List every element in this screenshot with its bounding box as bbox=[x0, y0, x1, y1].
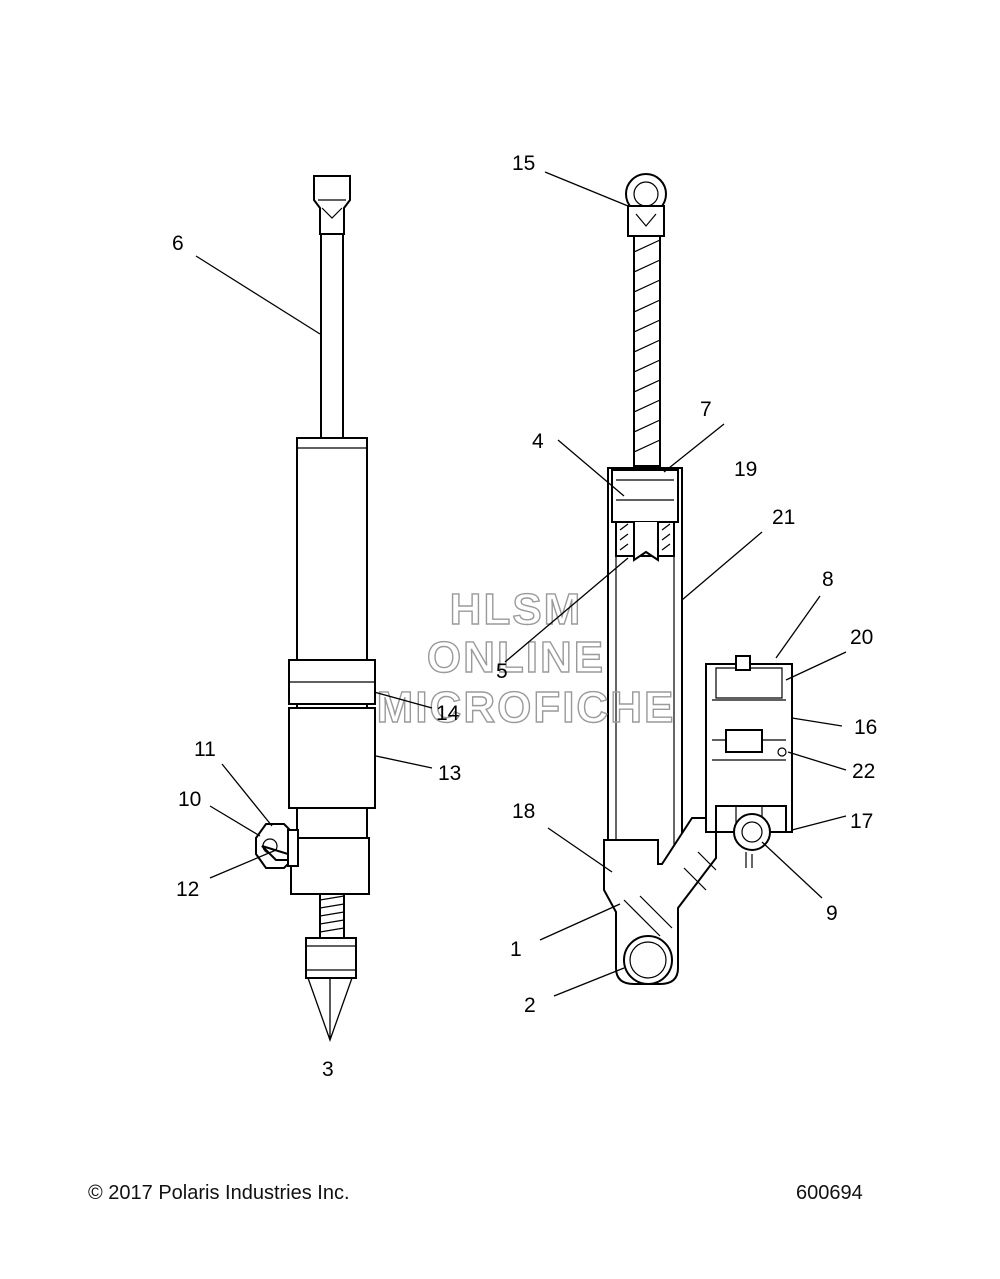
callout-12: 12 bbox=[176, 878, 199, 901]
left-lower-eye bbox=[305, 937, 357, 979]
callout-13: 13 bbox=[438, 762, 461, 785]
callout-10: 10 bbox=[178, 788, 201, 811]
left-shock-view bbox=[255, 175, 376, 1042]
callout-20: 20 bbox=[850, 626, 873, 649]
callout-17: 17 bbox=[850, 810, 873, 833]
left-shaft bbox=[320, 233, 344, 439]
right-shock-section bbox=[603, 173, 793, 985]
callout-5: 5 bbox=[496, 660, 508, 683]
callout-2: 2 bbox=[524, 994, 536, 1017]
left-bottom-collar bbox=[290, 837, 370, 895]
callout-15: 15 bbox=[512, 152, 535, 175]
right-lower-eye-bushing bbox=[623, 935, 673, 985]
watermark: HLSM ONLINE MICROFICHE bbox=[376, 584, 676, 732]
callouts: 6 15 7 4 19 21 5 8 20 16 22 17 9 18 1 2 … bbox=[172, 152, 877, 1081]
callout-4: 4 bbox=[532, 430, 544, 453]
callout-16: 16 bbox=[854, 716, 877, 739]
callout-14: 14 bbox=[436, 702, 460, 725]
left-clamp-lower bbox=[288, 707, 376, 809]
figure-number: 600694 bbox=[796, 1182, 863, 1204]
watermark-line-2: ONLINE bbox=[427, 633, 605, 682]
callout-21: 21 bbox=[772, 506, 795, 529]
leader-lines bbox=[195, 171, 847, 997]
callout-19: 19 bbox=[734, 458, 757, 481]
callout-8: 8 bbox=[822, 568, 834, 591]
left-rod-end bbox=[313, 175, 351, 235]
callout-22: 22 bbox=[852, 760, 875, 783]
left-side-bolt bbox=[255, 823, 293, 869]
copyright-notice: © 2017 Polaris Industries Inc. bbox=[88, 1182, 350, 1204]
callout-6: 6 bbox=[172, 232, 184, 255]
watermark-line-1: HLSM bbox=[450, 585, 583, 634]
callout-11: 11 bbox=[194, 738, 216, 761]
callout-1: 1 bbox=[510, 938, 522, 961]
callout-9: 9 bbox=[826, 902, 838, 925]
callout-7: 7 bbox=[700, 398, 712, 421]
watermark-line-3: MICROFICHE bbox=[377, 683, 676, 732]
right-shaft bbox=[633, 235, 661, 467]
callout-18: 18 bbox=[512, 800, 535, 823]
right-seal-head bbox=[611, 469, 679, 523]
callout-3: 3 bbox=[322, 1058, 334, 1081]
right-adjuster-knob bbox=[733, 813, 771, 851]
